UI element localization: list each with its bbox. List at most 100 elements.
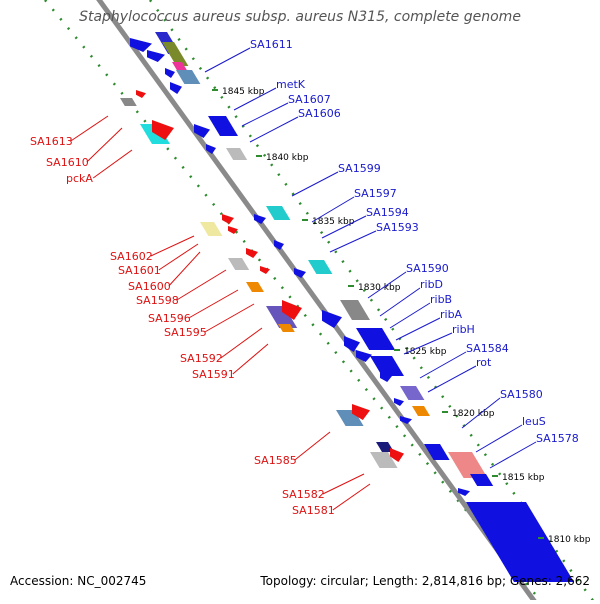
scale-ticks: 1845 kbp 1840 kbp 1835 kbp 1830 kbp 1825 kbp… (212, 87, 591, 545)
forward-leader-9 (379, 287, 421, 317)
reverse-gene-labels: SA1613SA1610pckASA1602SA1601SA1600SA1598… (30, 115, 371, 517)
forward-label-10: ribB (430, 293, 452, 306)
forward-leader-0 (204, 47, 251, 73)
gene-arrow-35 (356, 350, 372, 362)
reverse-leader-2 (92, 149, 133, 179)
accession-text: Accession: NC_002745 (10, 574, 147, 588)
gene-block-28 (266, 306, 298, 328)
tick-label-2: 1835 kbp (312, 217, 355, 227)
tick-label-3: 1830 kbp (358, 283, 401, 293)
forward-label-14: rot (476, 356, 492, 369)
gene-arrow-12 (194, 124, 210, 138)
forward-leader-4 (291, 171, 339, 197)
tick-label-1: 1840 kbp (266, 153, 309, 163)
topology-summary: Topology: circular; Length: 2,814,816 bp… (260, 574, 590, 588)
reverse-label-6: SA1598 (136, 294, 179, 307)
reverse-label-3: SA1602 (110, 250, 153, 263)
dots-left (44, 0, 541, 601)
tick-label-0: 1845 kbp (222, 87, 265, 97)
reverse-label-13: SA1581 (292, 504, 335, 517)
reverse-leader-9 (220, 327, 263, 359)
gene-block-3 (162, 42, 189, 66)
gene-block-42 (336, 410, 364, 426)
gene-block-27 (246, 282, 264, 292)
gene-arrow-39 (394, 398, 404, 406)
gene-block-32 (340, 300, 370, 320)
reverse-leader-11 (294, 431, 331, 461)
reverse-label-2: pckA (66, 172, 93, 185)
forward-leader-5 (311, 196, 355, 223)
forward-leader-14 (427, 365, 477, 393)
forward-leader-3 (249, 116, 299, 143)
gene-features (120, 32, 574, 582)
gene-arrow-20 (222, 214, 234, 224)
genome-backbone (96, 0, 540, 604)
forward-label-1: metK (276, 78, 306, 91)
gene-block-45 (448, 452, 488, 478)
forward-leader-13 (419, 351, 467, 379)
reverse-leader-5 (168, 251, 201, 287)
gene-arrow-22 (294, 268, 306, 278)
reverse-leader-6 (176, 269, 227, 301)
gene-arrow-18 (274, 240, 284, 250)
gene-arrow-1 (147, 50, 165, 62)
reverse-leader-4 (158, 243, 199, 271)
gene-arrow-9 (136, 90, 146, 98)
gene-block-13 (208, 116, 238, 136)
gene-arrow-25 (246, 248, 258, 258)
reverse-leader-10 (232, 343, 269, 375)
gene-arrow-21 (228, 226, 238, 234)
forward-leader-7 (329, 230, 377, 253)
reverse-leader-1 (86, 127, 123, 163)
forward-label-15: SA1580 (500, 388, 543, 401)
reverse-label-1: SA1610 (46, 156, 89, 169)
gene-arrow-41 (400, 416, 412, 424)
gene-arrow-11 (152, 120, 174, 140)
reverse-label-5: SA1600 (128, 280, 171, 293)
gene-block-10 (140, 124, 170, 144)
tick-label-6: 1815 kbp (502, 473, 545, 483)
reverse-leader-13 (332, 483, 371, 511)
reverse-leader-0 (70, 115, 109, 142)
forward-label-13: SA1584 (466, 342, 509, 355)
gene-arrow-0 (130, 38, 152, 52)
reverse-label-7: SA1596 (148, 312, 191, 325)
gene-block-38 (400, 386, 425, 400)
reverse-leader-3 (150, 235, 195, 257)
gene-arrow-33 (344, 336, 360, 352)
gene-block-36 (370, 356, 404, 376)
reverse-label-9: SA1592 (180, 352, 223, 365)
forward-leader-10 (389, 302, 431, 329)
gene-block-34 (356, 328, 396, 350)
gene-block-48 (370, 452, 398, 468)
forward-leader-1 (233, 87, 277, 111)
gene-block-15 (226, 148, 248, 160)
forward-label-12: ribH (452, 323, 475, 336)
gene-arrow-43 (352, 404, 370, 420)
gene-block-8 (120, 98, 137, 106)
forward-leader-16 (475, 424, 523, 453)
reverse-label-12: SA1582 (282, 488, 325, 501)
gene-block-17 (266, 206, 291, 220)
gene-block-23 (308, 260, 333, 274)
tick-label-7: 1810 kbp (548, 535, 591, 545)
reverse-leader-8 (204, 303, 255, 333)
forward-label-16: leuS (522, 415, 546, 428)
gene-block-51 (466, 502, 574, 582)
forward-leader-6 (321, 215, 367, 239)
gene-block-4 (172, 62, 187, 70)
forward-label-5: SA1597 (354, 187, 397, 200)
gene-arrow-37 (380, 372, 392, 382)
tick-label-4: 1825 kbp (404, 347, 447, 357)
gene-arrow-50 (390, 448, 404, 462)
reverse-label-10: SA1591 (192, 368, 235, 381)
forward-gene-labels: SA1611metKSA1607SA1606SA1599SA1597SA1594… (204, 38, 579, 469)
gene-arrow-47 (458, 488, 470, 496)
forward-leader-17 (489, 441, 537, 469)
gene-block-24 (228, 258, 250, 270)
forward-label-3: SA1606 (298, 107, 341, 120)
forward-leader-15 (461, 397, 501, 429)
gene-arrow-6 (165, 68, 175, 78)
